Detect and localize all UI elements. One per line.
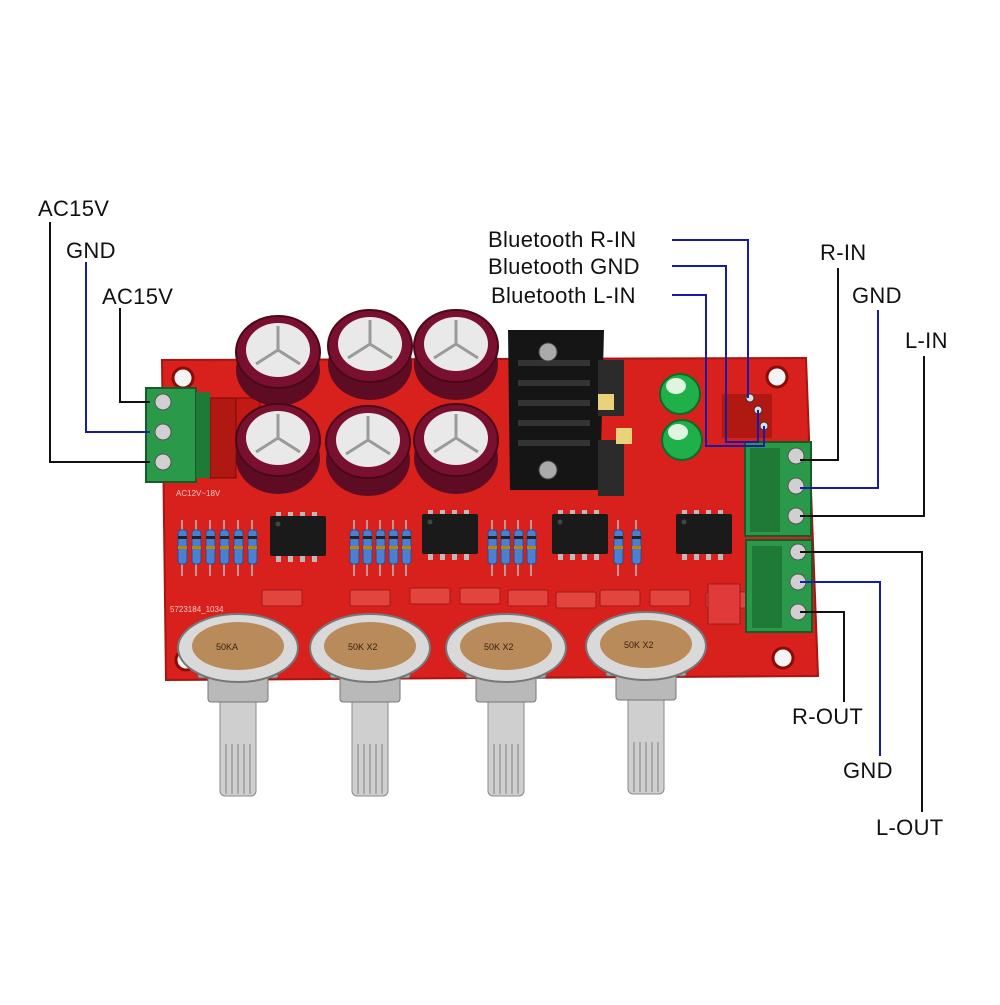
film-capacitor: [261, 589, 303, 607]
op-amp-ic: [552, 510, 608, 560]
pot-marking: 50K X2: [624, 640, 654, 650]
resistor: [177, 520, 188, 576]
label-bt-gnd: Bluetooth GND: [488, 254, 640, 279]
resistor: [205, 520, 216, 576]
resistor: [349, 520, 360, 576]
potentiometers: 50KA 50K X2 50K X2 50K X2: [177, 611, 707, 797]
film-capacitor: [507, 589, 549, 607]
potentiometer: 50K X2: [309, 613, 431, 797]
electrolytic-capacitor: [235, 403, 321, 494]
wire-gnd-in: [800, 310, 879, 489]
label-gnd-power: GND: [66, 238, 116, 263]
resistor: [375, 520, 386, 576]
pot-marking: 50KA: [216, 642, 238, 652]
op-amp-ic: [422, 510, 478, 560]
wire-ac15v-bottom: [119, 308, 150, 403]
wire-bt-gnd: [672, 265, 759, 443]
resistor: [247, 520, 258, 576]
resistor: [233, 520, 244, 576]
mounting-hole: [765, 365, 789, 389]
electrolytic-capacitor: [413, 309, 499, 400]
potentiometer: 50K X2: [585, 611, 707, 795]
input-terminal-block: [744, 441, 812, 537]
resistor: [191, 520, 202, 576]
connection-wires: [49, 222, 925, 812]
power-terminal-block: [145, 387, 210, 483]
film-capacitor: [555, 591, 597, 609]
label-r-out: R-OUT: [792, 704, 864, 729]
film-capacitor: [349, 589, 391, 607]
wire-l-out: [800, 551, 923, 812]
wire-r-out: [800, 611, 845, 702]
label-l-in: L-IN: [905, 328, 948, 353]
electrolytic-capacitor: [235, 315, 321, 406]
resistor: [500, 520, 511, 576]
resistor: [219, 520, 230, 576]
mounting-hole: [171, 366, 195, 390]
resistor: [487, 520, 498, 576]
op-amp-ic: [676, 510, 732, 560]
wire-gnd-power: [85, 262, 150, 433]
wire-l-in: [800, 356, 925, 517]
potentiometer: 50K X2: [445, 613, 567, 797]
small-capacitors: [659, 373, 703, 461]
label-bt-l-in: Bluetooth L-IN: [491, 283, 636, 308]
label-ac15v-top: AC15V: [38, 196, 110, 221]
potentiometer: 50KA: [177, 613, 299, 797]
op-amp-ic: [270, 512, 326, 562]
label-l-out: L-OUT: [876, 815, 944, 840]
pot-marking: 50K X2: [484, 642, 514, 652]
resistor: [388, 520, 399, 576]
film-capacitor: [409, 587, 451, 605]
resistor: [631, 520, 642, 576]
wire-bt-l-in: [672, 294, 765, 447]
label-gnd-out: GND: [843, 758, 893, 783]
label-ac15v-bottom: AC15V: [102, 284, 174, 309]
regulator: [598, 440, 624, 496]
resistor: [401, 520, 412, 576]
label-bt-r-in: Bluetooth R-IN: [488, 227, 637, 252]
mounting-hole: [771, 646, 795, 670]
electrolytic-capacitor: [325, 405, 411, 496]
film-capacitor: [649, 589, 691, 607]
label-gnd-in: GND: [852, 283, 902, 308]
resistor: [362, 520, 373, 576]
heatsink: [508, 330, 604, 490]
resistor-array: [177, 520, 642, 576]
label-r-in: R-IN: [820, 240, 867, 265]
wire-ac15v-top: [49, 222, 150, 463]
film-capacitor: [459, 587, 501, 605]
wire-r-in: [800, 268, 839, 461]
resistor: [526, 520, 537, 576]
board-id-marking: 5723184_1034: [170, 605, 224, 614]
resistor: [513, 520, 524, 576]
power-marking: AC12V~18V: [176, 489, 221, 498]
resistor: [613, 520, 624, 576]
op-amp-chips: [270, 510, 732, 562]
wire-bt-r-in: [672, 239, 749, 398]
output-terminal-block: [745, 539, 813, 633]
filter-capacitors: [235, 309, 499, 496]
film-capacitor: [599, 589, 641, 607]
electrolytic-capacitor: [413, 403, 499, 494]
electrolytic-capacitor: [327, 309, 413, 400]
pot-marking: 50K X2: [348, 642, 378, 652]
wire-gnd-out: [800, 581, 881, 756]
